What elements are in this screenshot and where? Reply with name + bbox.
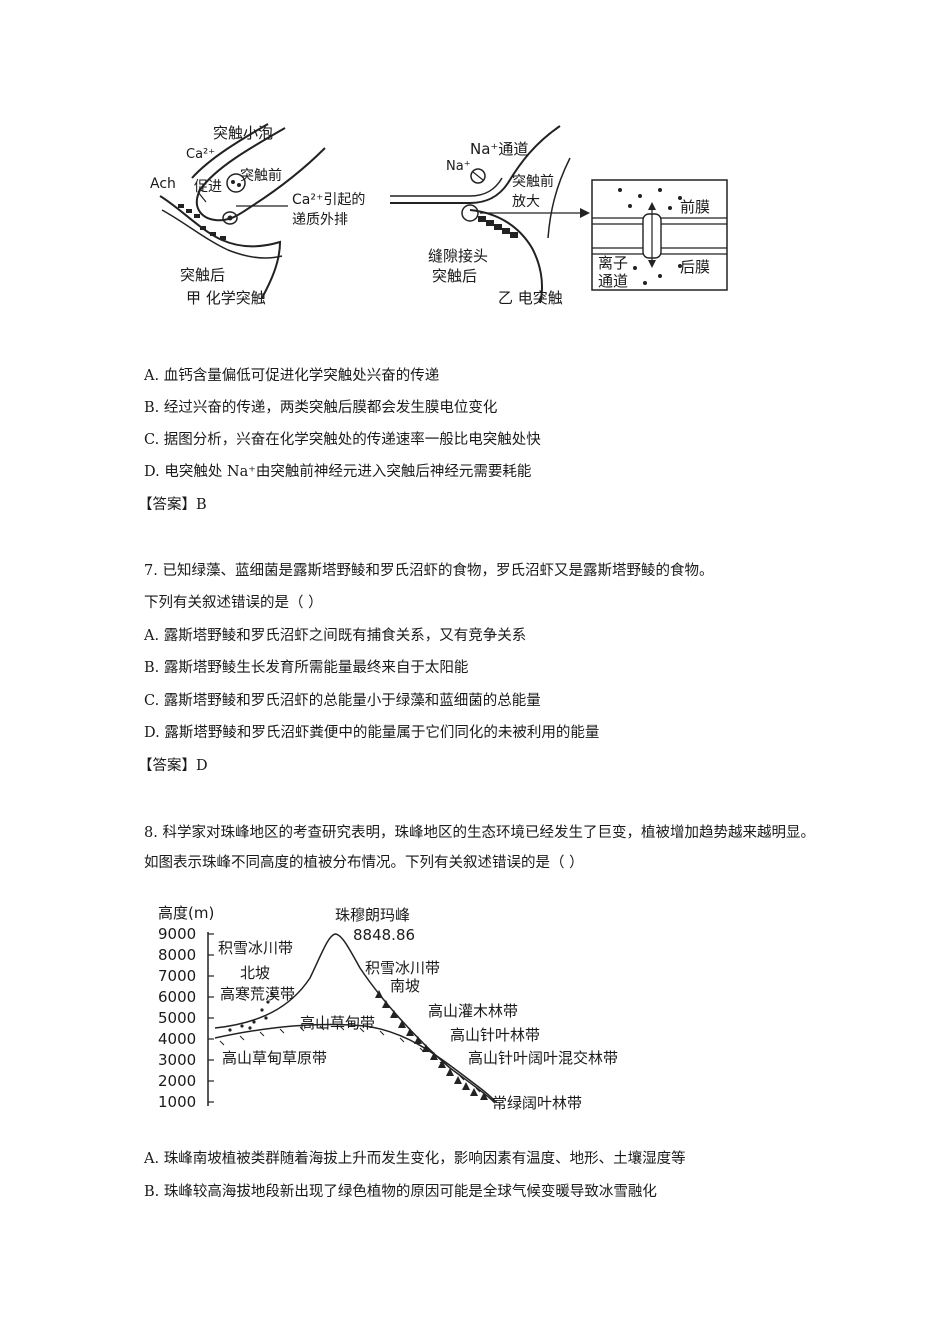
vesicle [226, 173, 246, 193]
desert-dots [228, 992, 274, 1032]
q7-option-c: C. 露斯塔野鲮和罗氏沼虾的总能量小于绿藻和蓝细菌的总能量 [144, 693, 541, 709]
q6-option-c: C. 据图分析，兴奋在化学突触处的传递速率一般比电突触处快 [144, 432, 541, 448]
receptor-dots [178, 204, 226, 240]
post-membrane-label: 后膜 [680, 258, 710, 276]
ion-channel-label-1: 离子 [598, 254, 628, 272]
north-snow-label: 积雪冰川带 [218, 939, 293, 957]
vesicle-dot [231, 180, 235, 184]
y-tick-9000: 9000 [158, 925, 196, 943]
y-tick-3000: 3000 [158, 1051, 196, 1069]
q6-option-d: D. 电突触处 Na⁺由突触前神经元进入突触后神经元需要耗能 [144, 464, 532, 480]
q8-option-a: A. 珠峰南坡植被类群随着海拔上升而发生变化，影响因素有温度、地形、土壤湿度等 [144, 1151, 686, 1167]
vesicle-2 [222, 211, 238, 225]
gap-junction-label: 缝隙接头 [428, 247, 488, 265]
meadow-steppe-label: 高山草甸草原带 [222, 1049, 327, 1067]
q7-stem-line-2: 下列有关叙述错误的是（ ） [144, 595, 323, 611]
y-tick-5000: 5000 [158, 1009, 196, 1027]
y-tick-1000: 1000 [158, 1093, 196, 1111]
q6-option-a: A. 血钙含量偏低可促进化学突触处兴奋的传递 [144, 368, 440, 384]
ca-ion-label: Ca²⁺ [186, 147, 215, 162]
elec-presynaptic-outline [390, 125, 561, 204]
gap-junction-dots [478, 216, 518, 238]
y-ticks [208, 933, 214, 1103]
chem-postsynaptic-outline [159, 195, 282, 299]
magnified-box [591, 179, 728, 291]
vesicle-2-core [227, 215, 233, 221]
q6-option-b: B. 经过兴奋的传递，两类突触后膜都会发生膜电位变化 [144, 400, 498, 416]
chem-axon-outline [191, 123, 269, 179]
q6-answer: 【答案】B [138, 497, 207, 513]
q7-option-d: D. 露斯塔野鲮和罗氏沼虾粪便中的能量属于它们同化的未被利用的能量 [144, 725, 600, 741]
q7-option-b: B. 露斯塔野鲮生长发育所需能量最终来自于太阳能 [144, 660, 469, 676]
synapse-figure: 突触小泡 Ca²⁺ 突触前 Ach 促进 Ca²⁺引起的 递质外排 突触后 甲 … [150, 123, 728, 307]
y-tick-7000: 7000 [158, 967, 196, 985]
ion-flow-down [648, 260, 656, 268]
shrub-label: 高山灌木林带 [428, 1002, 518, 1020]
peak-height: 8848.86 [353, 926, 415, 944]
south-snow-label: 积雪冰川带 [365, 959, 440, 977]
mountain-profile [214, 933, 496, 1104]
ion-dots [618, 188, 682, 285]
ion-channel-label-2: 通道 [598, 272, 628, 290]
zoom-arrowhead [580, 208, 590, 218]
promote-label: 促进 [194, 179, 222, 195]
mixed-forest-label: 高山针叶阔叶混交林带 [468, 1049, 618, 1067]
conifer-label: 高山针叶林带 [450, 1026, 540, 1044]
ach-label: Ach [150, 176, 176, 192]
y-tick-8000: 8000 [158, 946, 196, 964]
chem-presyn-label: 突触前 [240, 167, 282, 184]
south-slope-label: 南坡 [390, 977, 420, 995]
q7-answer: 【答案】D [138, 758, 208, 774]
north-slope-label: 北坡 [240, 964, 270, 982]
q8-stem: 8. 科学家对珠峰地区的考查研究表明，珠峰地区的生态环境已经发生了巨变，植被增加… [144, 825, 815, 871]
q7-stem-line-1: 7. 已知绿藻、蓝细菌是露斯塔野鲮和罗氏沼虾的食物，罗氏沼虾又是露斯塔野鲮的食物… [144, 563, 714, 579]
chem-presynaptic-outline [195, 127, 326, 222]
na-channel-label: Na⁺通道 [470, 140, 528, 158]
ground-line [214, 1023, 497, 1103]
elec-postsynaptic-inner [547, 157, 571, 239]
ion-flow-up [648, 202, 656, 210]
peak-name: 珠穆朗玛峰 [335, 906, 410, 924]
y-tick-2000: 2000 [158, 1072, 196, 1090]
q8-option-b: B. 珠峰较高海拔地段新出现了绿色植物的原因可能是全球气候变暖导致冰雪融化 [144, 1184, 657, 1200]
chem-postsynaptic-inner [161, 209, 283, 259]
elec-postsynaptic-outline [469, 209, 543, 304]
north-desert-label: 高寒荒漠带 [220, 985, 295, 1003]
alpine-meadow-label: 高山草甸带 [300, 1014, 375, 1032]
ca-note-2: 递质外排 [292, 212, 348, 228]
forest-trees [375, 990, 488, 1100]
na-channel-marker [470, 168, 486, 184]
mountain-figure: 高度(m) 9000 8000 7000 6000 5000 4000 3000… [158, 904, 618, 1112]
y-tick-4000: 4000 [158, 1030, 196, 1048]
chem-postsyn-label: 突触后 [180, 266, 225, 284]
ground-hatch [219, 1025, 481, 1093]
promote-arrow [197, 191, 207, 203]
gap-junction-marker [461, 204, 479, 222]
elec-presynaptic-inner [390, 177, 503, 197]
pre-membrane-label: 前膜 [680, 198, 710, 216]
na-channel-cross [472, 171, 484, 181]
y-axis-title: 高度(m) [158, 904, 214, 922]
elec-presyn-label: 突触前 [512, 173, 554, 190]
evergreen-label: 常绿阔叶林带 [492, 1094, 582, 1112]
na-ion-label: Na⁺ [446, 159, 471, 174]
elec-postsyn-label: 突触后 [432, 267, 477, 285]
ca-note-1: Ca²⁺引起的 [292, 192, 365, 208]
chem-caption: 甲 化学突触 [186, 289, 266, 307]
elec-caption: 乙 电突触 [498, 289, 563, 307]
y-tick-6000: 6000 [158, 988, 196, 1006]
vesicle-label: 突触小泡 [213, 124, 273, 142]
elec-amplify-label: 放大 [512, 194, 540, 210]
q7-option-a: A. 露斯塔野鲮和罗氏沼虾之间既有捕食关系，又有竞争关系 [144, 628, 527, 644]
vesicle-dot [237, 183, 241, 187]
